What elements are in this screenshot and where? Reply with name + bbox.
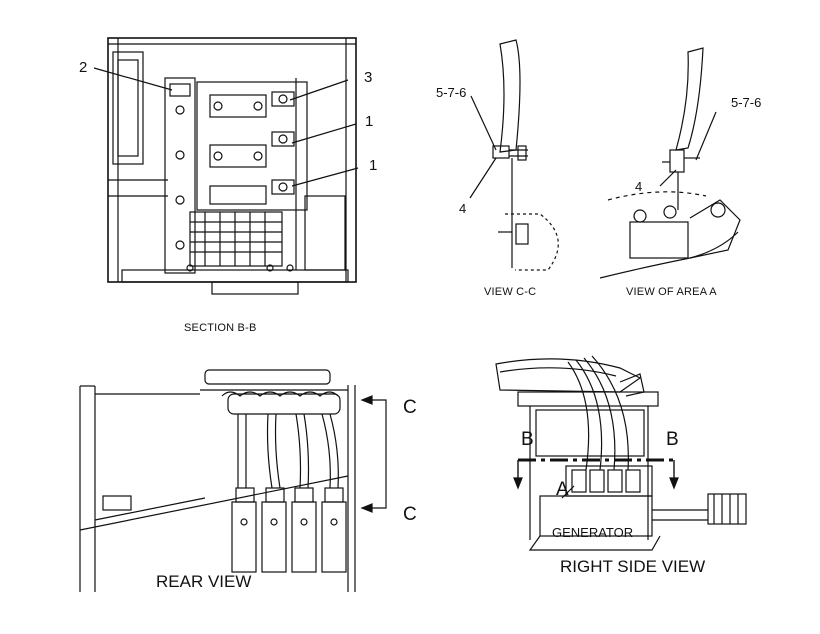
right-side-view-caption: RIGHT SIDE VIEW: [560, 557, 706, 576]
rear-view-drawing: [79, 369, 387, 592]
callout-1-upper: 1: [365, 113, 374, 130]
area-marker-a: A: [556, 479, 569, 500]
view-area-a-caption: VIEW OF AREA A: [626, 286, 717, 298]
callout-3: 3: [364, 69, 373, 86]
section-bb-drawing: [93, 37, 359, 295]
callout-4-cc: 4: [459, 201, 467, 216]
section-marker-c-bottom: C: [403, 504, 417, 525]
view-area-a-drawing: [599, 47, 741, 279]
callout-5-7-6-area-a: 5-7-6: [731, 95, 762, 110]
section-marker-b-left: B: [521, 429, 534, 450]
section-bb-caption: SECTION B-B: [184, 322, 257, 334]
callout-2: 2: [79, 59, 88, 76]
rear-view-caption: REAR VIEW: [156, 572, 252, 591]
view-cc-drawing: [469, 39, 559, 271]
view-cc-caption: VIEW C-C: [484, 286, 537, 298]
right-side-view-drawing: [495, 355, 747, 551]
callout-1-lower: 1: [369, 157, 378, 174]
section-marker-b-right: B: [666, 429, 679, 450]
section-marker-c-top: C: [403, 397, 417, 418]
generator-label: GENERATOR: [552, 525, 634, 540]
callout-5-7-6-cc: 5-7-6: [436, 85, 467, 100]
callout-4-area-a: 4: [635, 179, 643, 194]
